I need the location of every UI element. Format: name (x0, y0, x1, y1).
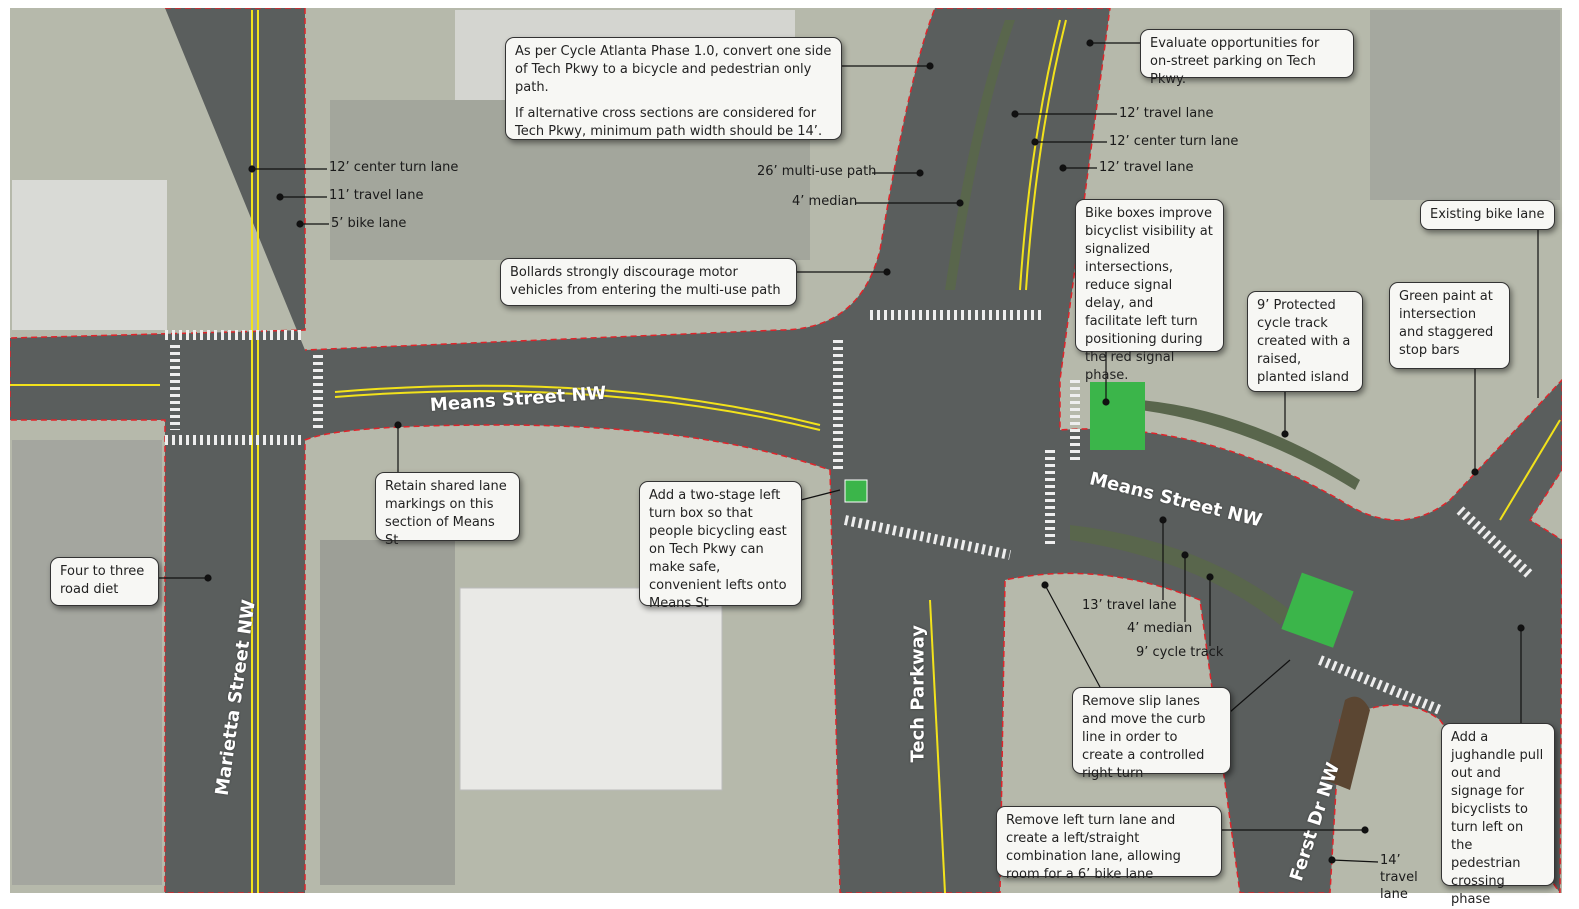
label-tech-center-lane: 12’ center turn lane (1109, 134, 1239, 149)
two-stage-turn-box (844, 479, 868, 503)
label-means-median: 4’ median (1127, 621, 1193, 636)
callout-bike-boxes: Bike boxes improve bicyclist visibility … (1075, 199, 1224, 383)
means-street-east-median (1070, 525, 1290, 625)
building (12, 180, 167, 330)
marietta-street-road (10, 8, 1562, 893)
building (459, 587, 723, 791)
cycle-track-island (1140, 400, 1360, 490)
label-tech-travel-lane-1: 12’ travel lane (1119, 106, 1214, 121)
label-means-travel-lane: 13’ travel lane (1082, 598, 1177, 613)
street-name-tech: Tech Parkway (907, 624, 929, 763)
callout-text: If alternative cross sections are consid… (515, 106, 823, 139)
callout-green-paint: Green paint at intersection and staggere… (1389, 282, 1510, 369)
lane-markings (10, 10, 1561, 893)
callout-bollards: Bollards strongly discourage motor vehic… (500, 258, 797, 306)
label-tech-multi-use-path: 26’ multi-use path (757, 164, 877, 179)
label-tech-travel-lane-2: 12’ travel lane (1099, 160, 1194, 175)
callout-cycle-track: 9’ Protected cycle track created with a … (1247, 291, 1363, 392)
callout-left-turn-lane: Remove left turn lane and create a left/… (996, 806, 1222, 882)
callout-jughandle: Add a jughandle pull out and signage for… (1441, 723, 1555, 907)
label-means-cycle-track: 9’ cycle track (1136, 645, 1224, 660)
callout-shared-lane: Retain shared lane markings on this sect… (375, 472, 520, 548)
leader-lines (158, 39, 1539, 864)
crosswalks (165, 310, 1534, 715)
parking-lot (12, 440, 162, 885)
callout-on-street-parking: Evaluate opportunities for on-street par… (1140, 29, 1354, 87)
green-bike-box (1090, 382, 1145, 450)
label-marietta-travel-lane: 11’ travel lane (329, 188, 424, 203)
label-marietta-center-lane: 12’ center turn lane (329, 160, 459, 175)
callout-cycle-atlanta: As per Cycle Atlanta Phase 1.0, convert … (505, 37, 842, 140)
label-marietta-bike-lane: 5’ bike lane (331, 216, 407, 231)
callout-road-diet: Four to three road diet (50, 557, 159, 606)
parking-lot (1370, 10, 1560, 200)
callout-two-stage-turn: Add a two-stage left turn box so that pe… (639, 481, 802, 611)
tech-median (945, 20, 1015, 290)
green-bike-box (1281, 572, 1354, 648)
callout-slip-lanes: Remove slip lanes and move the curb line… (1072, 687, 1231, 781)
callout-text: As per Cycle Atlanta Phase 1.0, convert … (515, 44, 832, 95)
roads (10, 8, 1562, 893)
label-ferst-travel-lane: 14’ travel lane (1380, 853, 1418, 902)
parking-lot (320, 540, 455, 885)
ferst-median (1325, 696, 1370, 790)
label-tech-median: 4’ median (792, 194, 858, 209)
callout-existing-bike-lane: Existing bike lane (1420, 200, 1555, 230)
